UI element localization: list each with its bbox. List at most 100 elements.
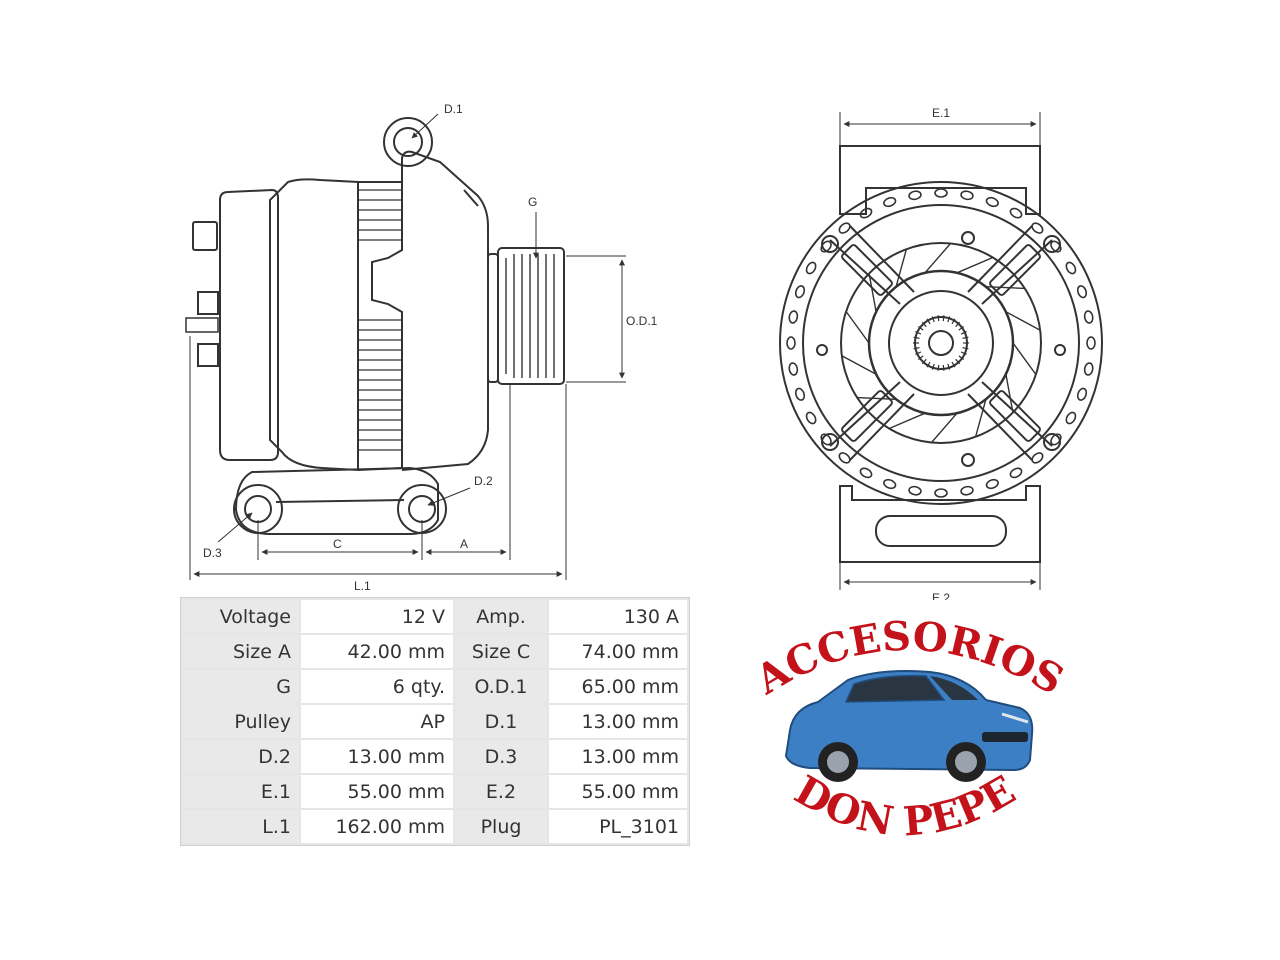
e2-label: E.2	[932, 591, 950, 600]
alternator-technical-drawing: D.1 G O.D.1 D.2 D.3 C A L.1	[185, 102, 1103, 600]
spline-tooth	[958, 355, 965, 360]
spline-tooth	[915, 331, 922, 335]
spline-tooth	[947, 363, 951, 370]
vent-hole	[908, 485, 922, 496]
vent-hole	[1050, 433, 1062, 446]
vent-hole	[820, 240, 832, 253]
vent-hole	[805, 411, 817, 425]
vent-hole	[1050, 240, 1062, 253]
spline-tooth	[937, 364, 940, 371]
vent-hole	[859, 467, 873, 479]
vent-hole	[934, 488, 948, 498]
vent-hole	[1065, 261, 1077, 275]
spec-label: Size A	[183, 635, 299, 668]
spline-tooth	[962, 347, 969, 350]
vent-hole	[788, 362, 799, 376]
vent-hole	[985, 478, 999, 490]
spline-tooth	[913, 336, 920, 339]
spec-label: L.1	[183, 810, 299, 843]
spec-label: Size C	[455, 635, 547, 668]
fan-blade	[974, 399, 987, 437]
vent-hole	[794, 285, 806, 299]
front-view-dimensions	[839, 112, 1041, 590]
l1-label: L.1	[354, 579, 371, 593]
alternator-front-view	[779, 145, 1103, 563]
fan-blade	[857, 396, 897, 400]
vent-hole	[838, 222, 851, 234]
spline-tooth	[917, 355, 924, 360]
spec-label: Plug	[455, 810, 547, 843]
spline-tooth	[962, 336, 969, 339]
fan-blade	[924, 243, 952, 274]
vent-hole	[934, 188, 948, 198]
vent-hole	[786, 336, 796, 350]
spec-value: 74.00 mm	[549, 635, 687, 668]
fan-blade	[956, 256, 994, 274]
spline-tooth	[915, 351, 922, 355]
fan-blade	[841, 355, 877, 375]
side-view-dimensions	[189, 113, 626, 580]
spec-label: E.1	[183, 775, 299, 808]
vent-hole	[1009, 207, 1023, 219]
spec-label: D.1	[455, 705, 547, 738]
fan-blade	[1005, 311, 1041, 331]
vent-hole	[908, 190, 922, 201]
spec-label: Amp.	[455, 600, 547, 633]
fan-blade	[845, 311, 870, 344]
spline-tooth	[960, 351, 967, 355]
spec-value: 130 A	[549, 600, 687, 633]
spec-label: O.D.1	[455, 670, 547, 703]
fan-blade	[1012, 342, 1037, 375]
fan-blade	[888, 412, 926, 430]
vent-hole	[1083, 310, 1094, 324]
spline-tooth	[913, 347, 920, 350]
spec-value: 13.00 mm	[549, 740, 687, 773]
vent-hole	[1086, 336, 1096, 350]
spec-value: 13.00 mm	[301, 740, 453, 773]
d2-label: D.2	[474, 474, 493, 488]
spline-tooth	[958, 326, 965, 331]
spline-tooth	[951, 361, 956, 368]
vent-hole	[1009, 467, 1023, 479]
g-label: G	[528, 195, 537, 209]
d3-label: D.3	[203, 546, 222, 560]
fan-blade	[868, 273, 877, 312]
spline-tooth	[951, 318, 956, 325]
car-image	[784, 670, 1034, 782]
spec-value: 13.00 mm	[549, 705, 687, 738]
spline-tooth	[921, 321, 927, 328]
spline-tooth	[931, 316, 935, 323]
spline-tooth	[937, 315, 940, 322]
shaft-splines	[913, 315, 969, 371]
vent-hole	[883, 196, 897, 208]
spec-value: 55.00 mm	[301, 775, 453, 808]
vent-hole	[820, 433, 832, 446]
fan-blade	[930, 412, 958, 443]
spec-label: Pulley	[183, 705, 299, 738]
spec-value: 42.00 mm	[301, 635, 453, 668]
vent-hole	[985, 196, 999, 208]
vent-hole	[960, 190, 974, 201]
spec-value: 55.00 mm	[549, 775, 687, 808]
vent-hole	[788, 310, 799, 324]
fan-blades	[841, 243, 1041, 443]
spec-value: 162.00 mm	[301, 810, 453, 843]
vent-hole	[883, 478, 897, 490]
spline-tooth	[955, 358, 961, 365]
vent-hole	[838, 452, 851, 464]
spline-tooth	[921, 358, 927, 365]
spec-label: E.2	[455, 775, 547, 808]
e1-label: E.1	[932, 106, 950, 120]
od1-label: O.D.1	[626, 314, 658, 328]
spline-tooth	[955, 321, 961, 328]
fan-blade	[985, 286, 1025, 290]
spec-value: PL_3101	[549, 810, 687, 843]
vent-hole	[859, 207, 873, 219]
